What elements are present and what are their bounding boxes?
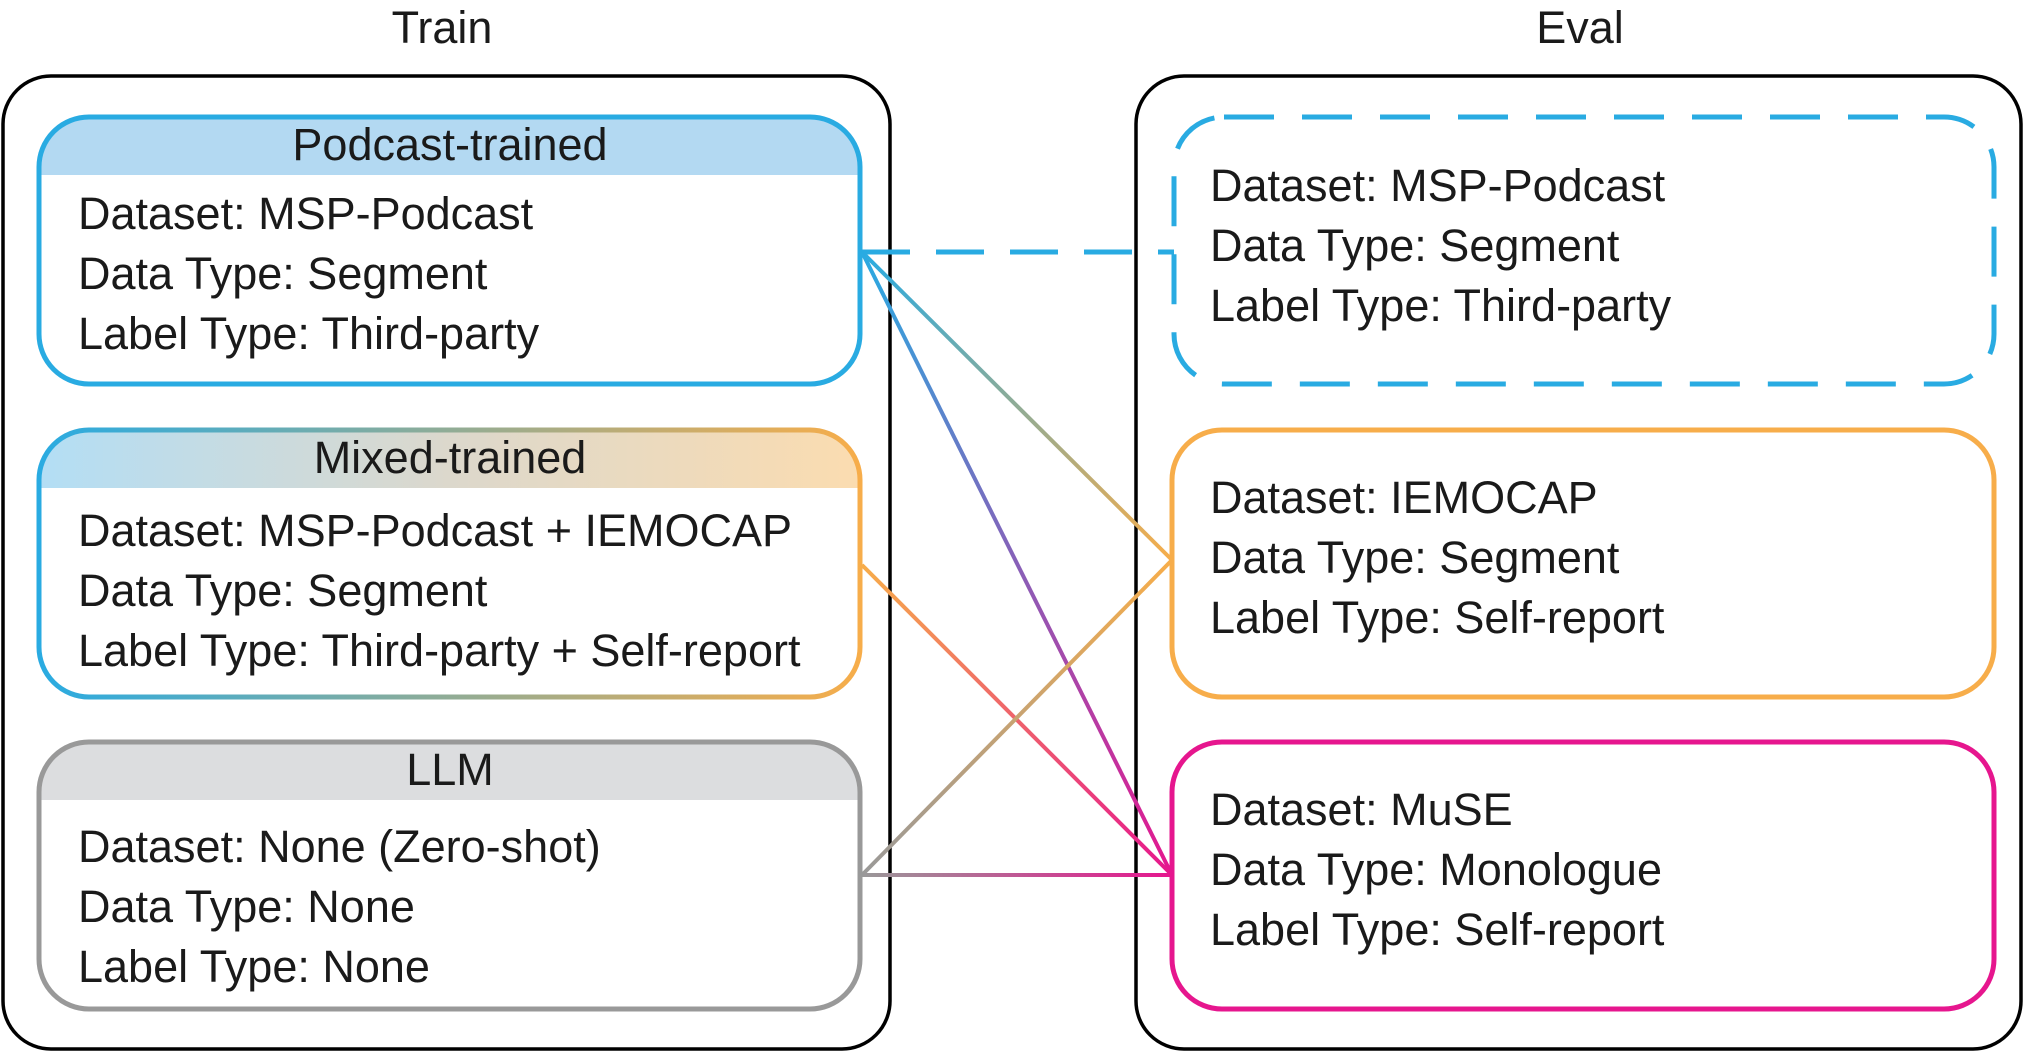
podcast-trained-dataset: Dataset: MSP-Podcast (78, 188, 534, 239)
eval-frame (1134, 74, 2023, 1051)
mixed-trained-label-type: Label Type: Third-party + Self-report (78, 625, 801, 676)
train-frame (1, 74, 892, 1051)
eval-msp-podcast-label-type: Label Type: Third-party (1210, 280, 1672, 331)
llm-label-type: Label Type: None (78, 941, 430, 992)
mixed-trained-data-type: Data Type: Segment (78, 565, 488, 616)
llm-box: LLM Dataset: None (Zero-shot) Data Type:… (36, 739, 863, 1012)
mixed-trained-dataset: Dataset: MSP-Podcast + IEMOCAP (78, 505, 792, 556)
eval-iemocap-dataset: Dataset: IEMOCAP (1210, 472, 1598, 523)
podcast-trained-data-type: Data Type: Segment (78, 248, 488, 299)
llm-dataset: Dataset: None (Zero-shot) (78, 821, 601, 872)
eval-msp-podcast-box: Dataset: MSP-Podcast Data Type: Segment … (1171, 114, 1997, 387)
connector-podcast-to-muse (860, 251, 1174, 876)
eval-muse-dataset: Dataset: MuSE (1210, 784, 1513, 835)
connector-llm-to-iemocap (860, 558, 1174, 877)
eval-msp-podcast-data-type: Data Type: Segment (1210, 220, 1620, 271)
podcast-trained-box: Podcast-trained Dataset: MSP-Podcast Dat… (36, 114, 863, 387)
llm-title: LLM (406, 744, 494, 795)
mixed-trained-box: Mixed-trained Dataset: MSP-Podcast + IEM… (36, 427, 863, 700)
llm-data-type: Data Type: None (78, 881, 415, 932)
eval-iemocap-data-type: Data Type: Segment (1210, 532, 1620, 583)
podcast-trained-title: Podcast-trained (292, 119, 607, 170)
mixed-trained-title: Mixed-trained (314, 432, 587, 483)
eval-muse-box: Dataset: MuSE Data Type: Monologue Label… (1169, 739, 1997, 1012)
connector-podcast-to-iemocap (860, 250, 1174, 562)
train-column-title: Train (392, 2, 493, 53)
podcast-trained-label-type: Label Type: Third-party (78, 308, 540, 359)
eval-iemocap-box: Dataset: IEMOCAP Data Type: Segment Labe… (1169, 427, 1997, 700)
eval-iemocap-label-type: Label Type: Self-report (1210, 592, 1665, 643)
eval-muse-label-type: Label Type: Self-report (1210, 904, 1665, 955)
eval-column-title: Eval (1536, 2, 1624, 53)
eval-msp-podcast-dataset: Dataset: MSP-Podcast (1210, 160, 1666, 211)
eval-muse-data-type: Data Type: Monologue (1210, 844, 1662, 895)
